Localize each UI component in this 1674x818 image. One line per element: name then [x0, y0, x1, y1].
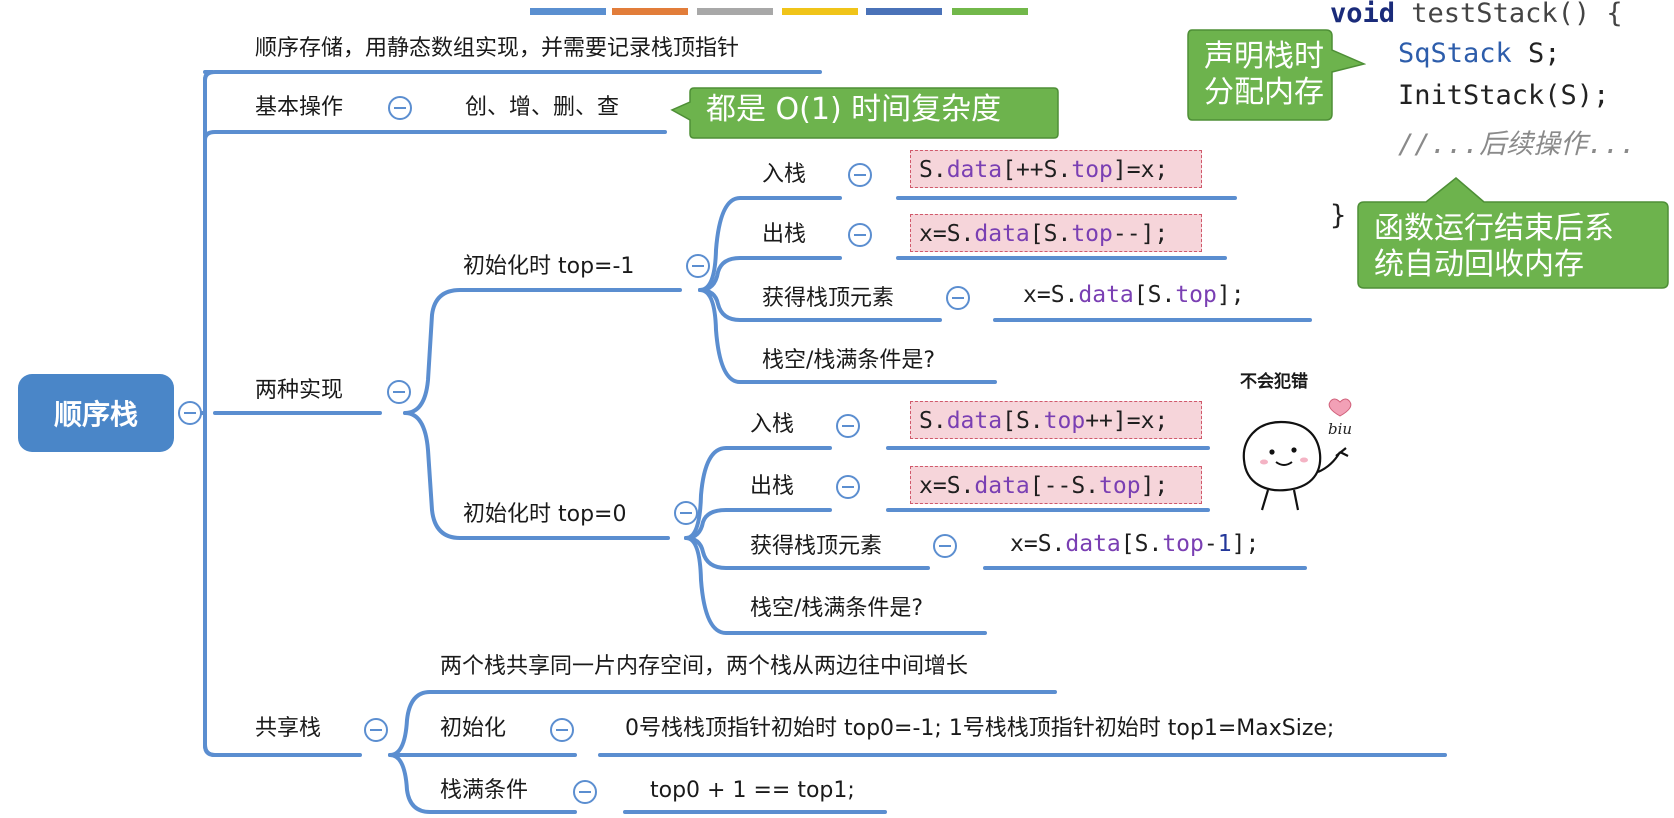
code-token: [++S. — [1002, 157, 1072, 183]
color-bar-segment — [612, 8, 688, 15]
cond-0-node[interactable]: 栈空/栈满条件是? — [750, 596, 924, 621]
code-token: [S. — [1029, 221, 1072, 247]
callout-declare-line-1: 声明栈时 — [1204, 39, 1324, 74]
sticker-character-icon: biu — [1242, 398, 1352, 511]
callout-basic-ops: 都是 O(1) 时间复杂度 — [706, 92, 1002, 127]
color-bar-segment — [697, 8, 773, 15]
code-token: top — [1043, 408, 1086, 434]
gettop-neg1-node[interactable]: 获得栈顶元素 — [762, 286, 895, 311]
code-token: [--S. — [1029, 473, 1100, 499]
code-token: ]; — [1216, 282, 1245, 308]
code-token: data — [946, 408, 1003, 434]
code-token: 1 — [1217, 531, 1232, 557]
basic-ops-value[interactable]: 创、增、删、查 — [465, 95, 620, 120]
push-0-code-box: S.data[S.top++]=x; — [910, 401, 1202, 439]
init-top-0-node[interactable]: 初始化时 top=0 — [463, 502, 627, 527]
code-token: [S. — [1120, 531, 1163, 557]
code-token: data — [1078, 282, 1134, 308]
shared-init-node[interactable]: 初始化 — [440, 716, 507, 741]
code-token: x=S. — [1023, 282, 1079, 308]
shared-full-node[interactable]: 栈满条件 — [440, 778, 529, 803]
code-token: data — [1065, 531, 1121, 557]
pop-0-code-box: x=S.data[--S.top]; — [910, 466, 1202, 504]
color-bar-segment — [866, 8, 942, 15]
shared-desc-node[interactable]: 两个栈共享同一片内存空间，两个栈从两边往中间增长 — [440, 654, 969, 679]
code-token: [S. — [1133, 282, 1176, 308]
code-line-3: InitStack(S); — [1398, 80, 1610, 111]
color-bar-segment — [530, 8, 606, 15]
callout-basic-ops-bubble — [670, 87, 1059, 139]
root-label: 顺序栈 — [53, 398, 138, 431]
code-token: ]=x; — [1112, 157, 1169, 183]
pop-0-node[interactable]: 出栈 — [750, 474, 795, 499]
code-token: data — [974, 221, 1030, 247]
code-token: ]; — [1140, 473, 1169, 499]
shared-full-value[interactable]: top0 + 1 == top1; — [650, 778, 855, 803]
shared-node[interactable]: 共享栈 — [255, 716, 322, 741]
gettop-0-node[interactable]: 获得栈顶元素 — [750, 534, 883, 559]
shared-init-value[interactable]: 0号栈栈顶指针初始时 top0=-1; 1号栈栈顶指针初始时 top1=MaxS… — [625, 716, 1335, 741]
code-line-2: SqStack S; — [1398, 38, 1561, 69]
callout-declare-bubble — [1187, 29, 1366, 121]
code-line-4: //...后续操作... — [1398, 129, 1637, 160]
code-token: S. — [919, 157, 947, 183]
basic-ops-node[interactable]: 基本操作 — [255, 95, 344, 120]
pop-0-code: x=S.data[--S.top]; — [919, 473, 1168, 499]
callout-end-bubble — [1357, 177, 1669, 289]
code-token: top — [1175, 282, 1217, 308]
code-token: top — [1099, 473, 1141, 499]
code-token: x=S. — [919, 221, 975, 247]
code-line-1: void testStack() { — [1330, 0, 1623, 29]
code-token: x=S. — [919, 473, 975, 499]
sticker-caption: 不会犯错 — [1240, 372, 1308, 392]
code-token: S. — [919, 408, 947, 434]
code-token: ]; — [1231, 531, 1260, 557]
two-impl-node[interactable]: 两种实现 — [255, 378, 344, 403]
code-token: top — [1162, 531, 1204, 557]
code-token: data — [974, 473, 1030, 499]
code-token: --]; — [1112, 221, 1169, 247]
code-token: x=S. — [1010, 531, 1066, 557]
code-token: data — [946, 157, 1003, 183]
callout-end-line-2: 统自动回收内存 — [1374, 247, 1584, 282]
pop-neg1-code: x=S.data[S.top--]; — [919, 221, 1168, 247]
callout-declare-line-2: 分配内存 — [1204, 75, 1324, 110]
init-top-neg1-node[interactable]: 初始化时 top=-1 — [463, 254, 635, 279]
code-token: ++]=x; — [1085, 408, 1169, 434]
push-0-node[interactable]: 入栈 — [750, 412, 795, 437]
push-neg1-code: S.data[++S.top]=x; — [919, 157, 1168, 183]
cond-neg1-node[interactable]: 栈空/栈满条件是? — [762, 348, 936, 373]
push-neg1-code-box: S.data[++S.top]=x; — [910, 150, 1202, 188]
code-token: top — [1071, 221, 1113, 247]
sticker-small-text: biu — [1328, 420, 1352, 438]
callout-end-line-1: 函数运行结束后系 — [1374, 211, 1614, 246]
gettop-0-code: x=S.data[S.top-1]; — [1010, 531, 1259, 557]
root-node[interactable]: 顺序栈 — [18, 374, 174, 452]
code-line-5: } — [1330, 200, 1347, 231]
pop-neg1-node[interactable]: 出栈 — [762, 222, 807, 247]
code-token: - — [1203, 531, 1218, 557]
push-neg1-node[interactable]: 入栈 — [762, 162, 807, 187]
push-0-code: S.data[S.top++]=x; — [919, 408, 1168, 434]
storage-node[interactable]: 顺序存储，用静态数组实现，并需要记录栈顶指针 — [255, 36, 740, 61]
color-bar-segment — [952, 8, 1028, 15]
gettop-neg1-code: x=S.data[S.top]; — [1023, 282, 1245, 308]
pop-neg1-code-box: x=S.data[S.top--]; — [910, 214, 1202, 252]
color-bar-segment — [782, 8, 858, 15]
code-token: top — [1071, 157, 1113, 183]
code-token: [S. — [1002, 408, 1044, 434]
